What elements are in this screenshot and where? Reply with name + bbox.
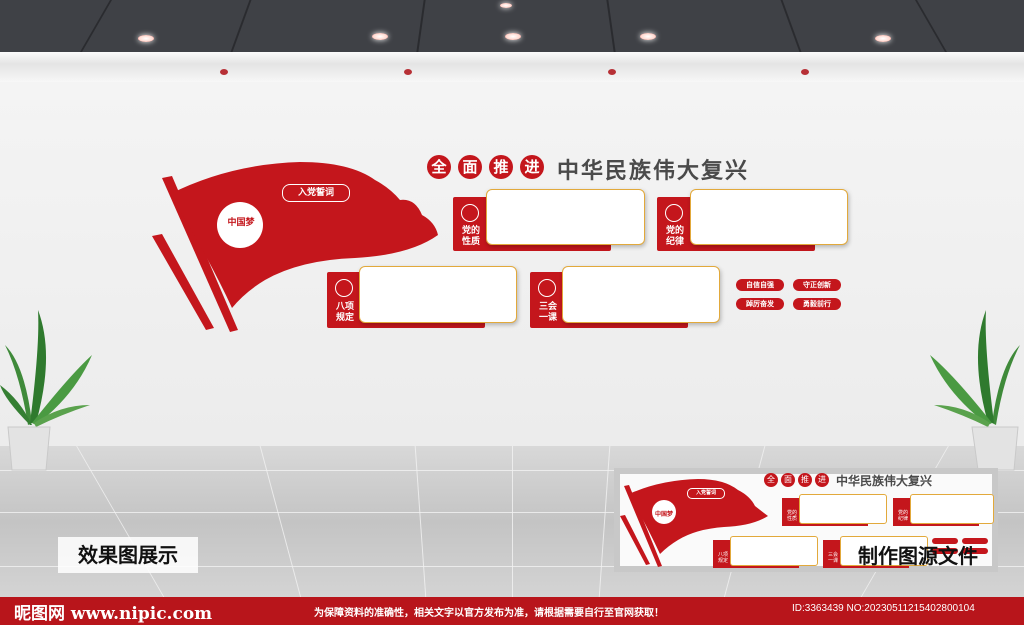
slogan-pill: 守正创新 (793, 279, 841, 291)
thumbnail-panel-label: 党的 性质 (786, 510, 797, 522)
effect-preview-label: 效果图展示 (58, 537, 198, 573)
downlight-icon (404, 69, 412, 75)
left-potted-plant (0, 310, 92, 471)
heading-char: 进 (520, 155, 544, 179)
thumbnail-heading-char: 面 (781, 473, 795, 487)
panel-ring-icon (335, 279, 353, 297)
thumbnail-panel-label: 党的 纪律 (897, 510, 908, 522)
downlight-icon (801, 69, 809, 75)
thumbnail-heading-char: 全 (764, 473, 778, 487)
footer-notice: 为保障资料的准确性，相关文字以官方发布为准，请根据需要自行至官网获取！ (314, 608, 664, 619)
ceiling-light-icon (875, 35, 891, 42)
panel-content-box (562, 266, 720, 323)
thumbnail-panel-label: 八项 规定 (717, 552, 728, 564)
site-logo[interactable]: 昵图网 www.nipic.com (14, 604, 213, 624)
ceiling (0, 0, 1024, 52)
thumbnail-heading-char: 进 (815, 473, 829, 487)
panel-label: 党的 纪律 (665, 226, 684, 247)
ceiling-light-icon (138, 35, 154, 42)
panel-label: 党的 性质 (461, 226, 480, 247)
heading-char: 推 (489, 155, 513, 179)
footer-bar (0, 597, 1024, 625)
ceiling-light-icon (640, 33, 656, 40)
cornice (0, 52, 1024, 83)
downlight-icon (608, 69, 616, 75)
downlight-icon (220, 69, 228, 75)
thumbnail-flag-graphic (620, 479, 768, 567)
panel-ring-icon (538, 279, 556, 297)
panel-ring-icon (461, 204, 479, 222)
ceiling-light-icon (372, 33, 388, 40)
heading-char: 全 (427, 155, 451, 179)
thumbnail-oath-badge: 入党誓词 (687, 488, 725, 499)
source-file-thumbnail: 中国梦 入党誓词 全 面 推 进 中华民族伟大复兴 党的 性质 党的 纪律 八项… (614, 468, 998, 572)
flag-emblem-text: 中国梦 (227, 218, 255, 228)
slogan-pill: 自信自强 (736, 279, 784, 291)
red-flag-graphic (152, 162, 438, 332)
panel-content-box (359, 266, 517, 323)
image-id-text: ID:3363439 NO:20230511215402800104 (792, 603, 975, 614)
thumbnail-panel-label: 三会 一课 (827, 552, 838, 564)
ceiling-light-icon (505, 33, 521, 40)
slogan-pill: 踔厉奋发 (736, 298, 784, 310)
panel-label: 八项 规定 (335, 302, 354, 323)
panel-content-box (690, 189, 848, 245)
source-file-label: 制作图源文件 (858, 544, 978, 568)
oath-badge: 入党誓词 (282, 184, 350, 202)
right-potted-plant (930, 310, 1020, 471)
thumbnail-heading-char: 推 (798, 473, 812, 487)
panel-content-box (486, 189, 645, 245)
panel-label: 三会 一课 (538, 302, 557, 323)
thumbnail-emblem-text: 中国梦 (654, 511, 673, 518)
thumbnail-title: 中华民族伟大复兴 (836, 474, 933, 488)
slogan-pill: 勇毅前行 (793, 298, 841, 310)
panel-ring-icon (665, 204, 683, 222)
main-title: 中华民族伟大复兴 (557, 159, 750, 184)
heading-char: 面 (458, 155, 482, 179)
ceiling-light-icon (500, 3, 512, 8)
